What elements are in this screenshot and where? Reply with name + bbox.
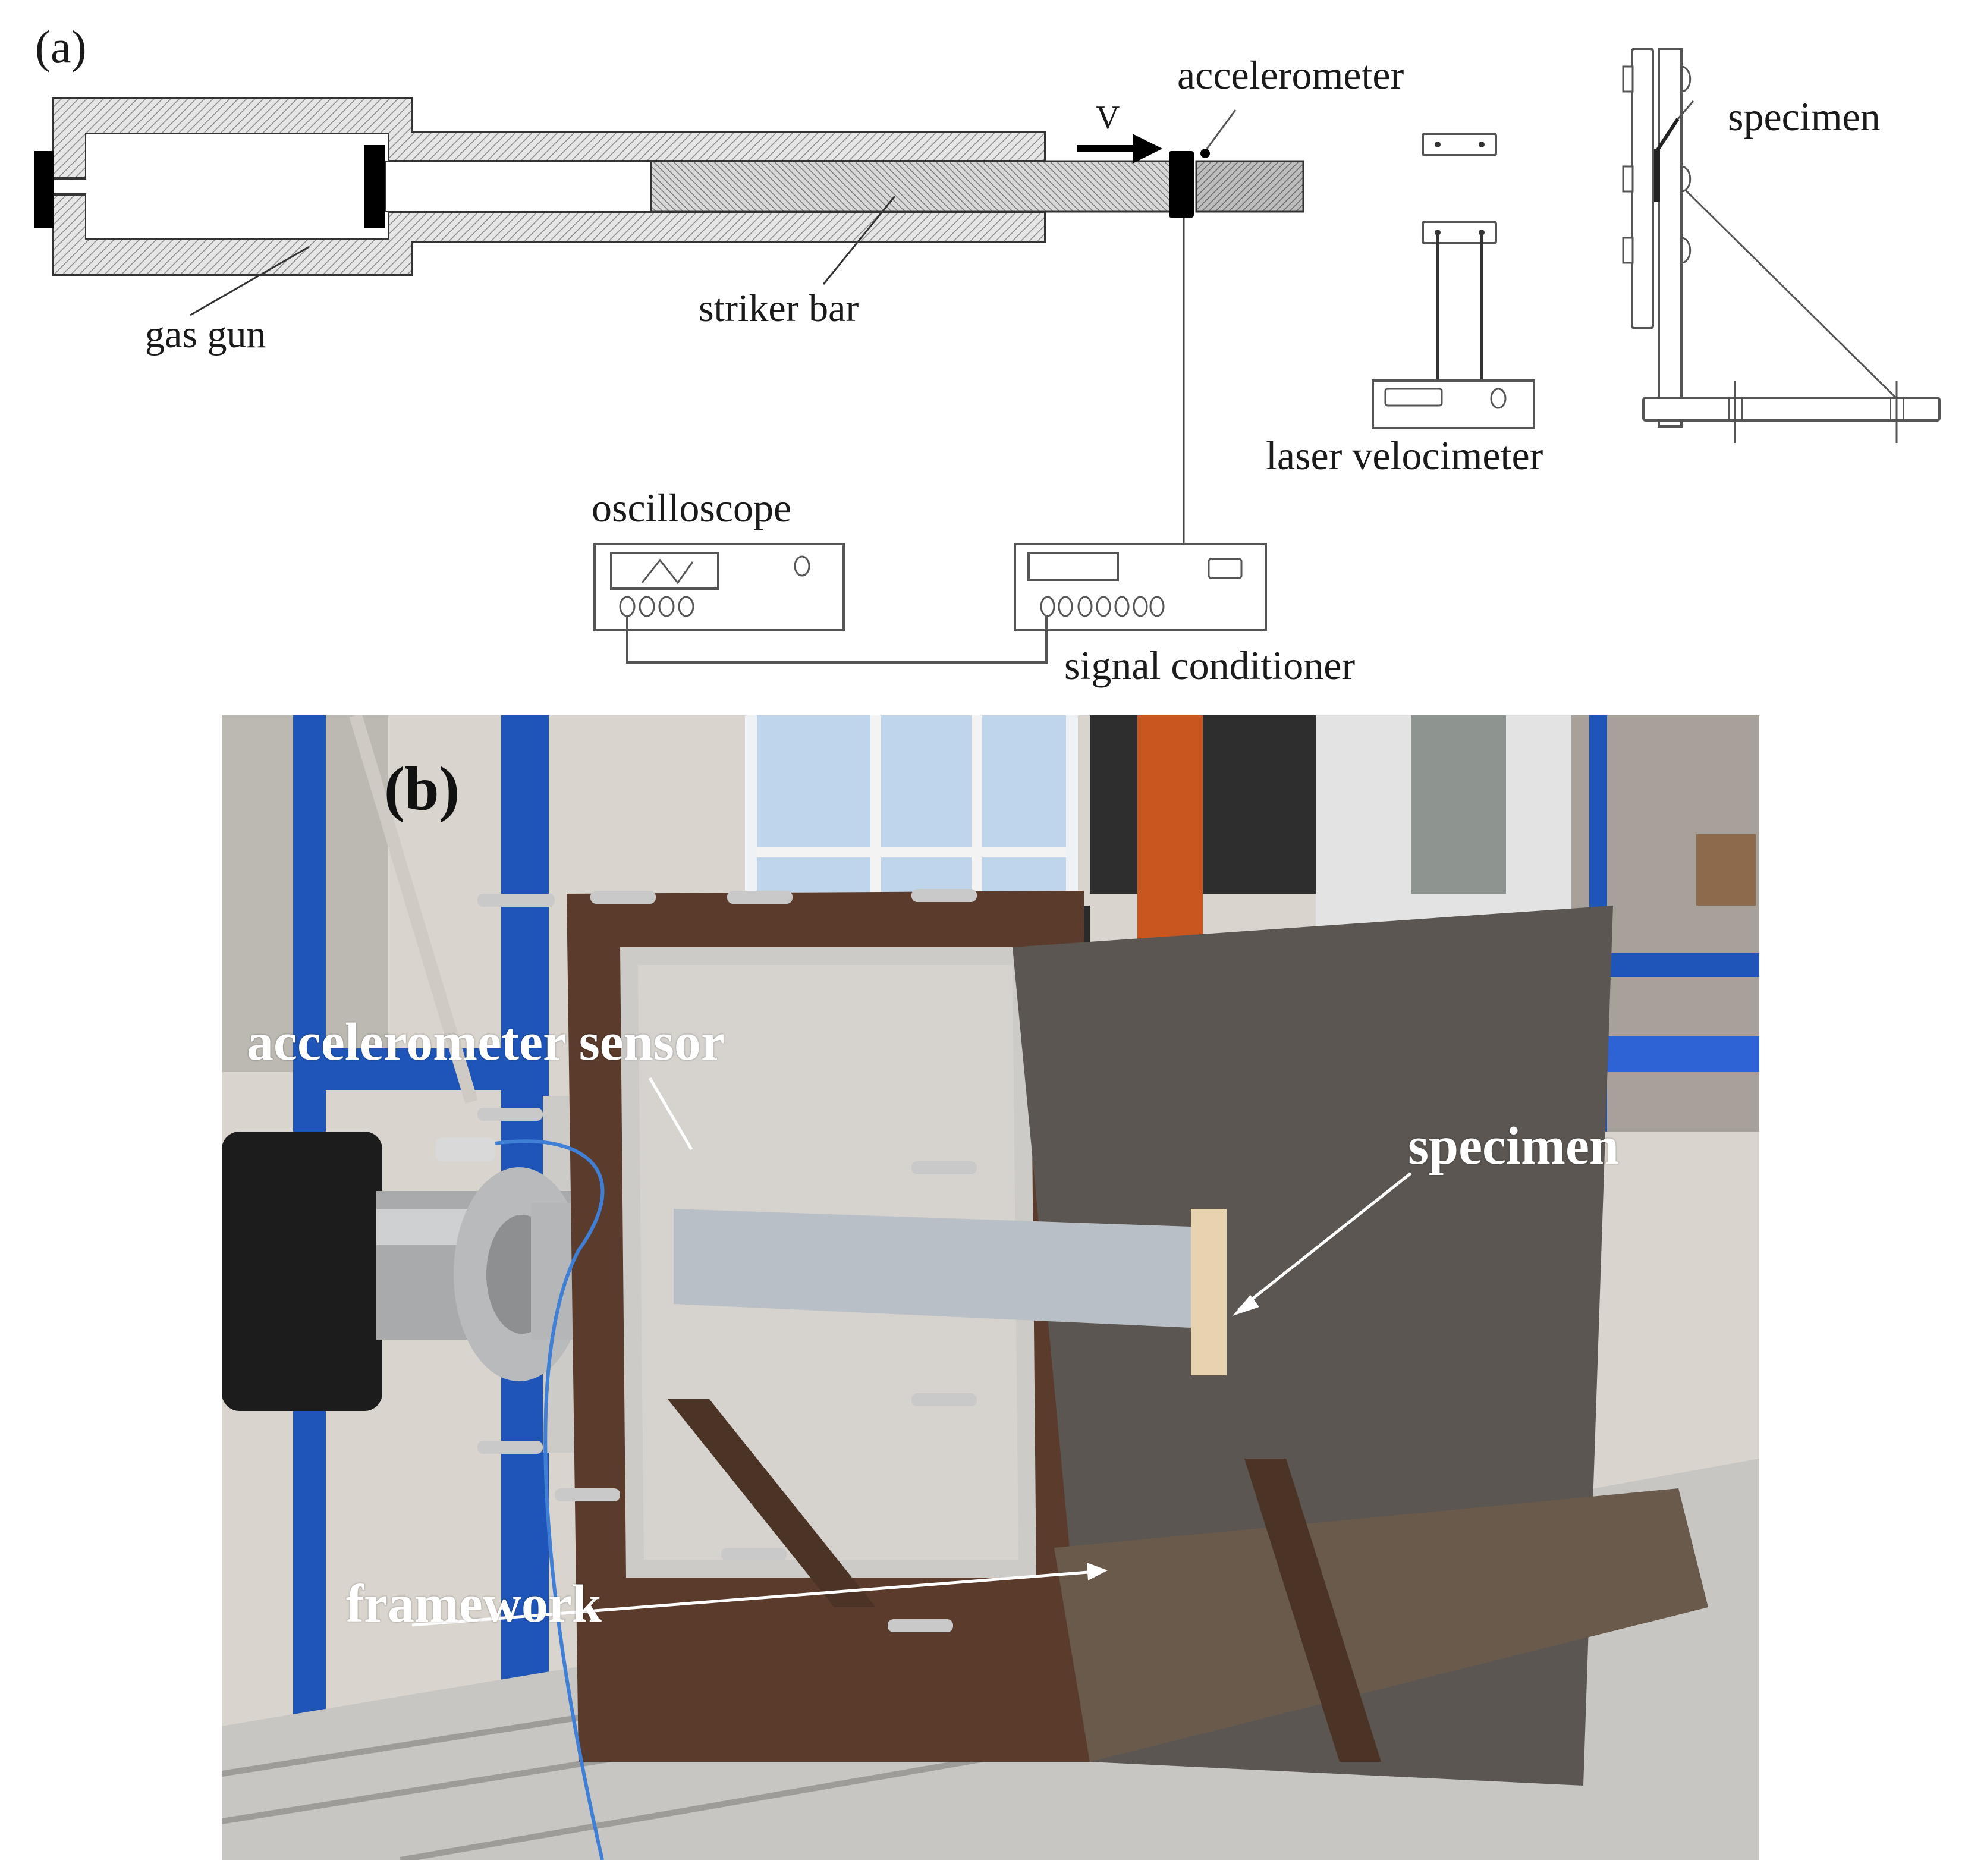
panel-b-photo: (b) accelerometer sensor specimen framew…	[222, 715, 1759, 1860]
schematic-drawing	[34, 48, 1941, 664]
accelerometer-sensor	[436, 1137, 495, 1161]
specimen-label-b: specimen	[1408, 1117, 1619, 1176]
signal-conditioner-label: signal conditioner	[1064, 643, 1356, 688]
velocity-arrow-icon	[1077, 134, 1162, 164]
gas-gun	[34, 97, 1046, 276]
specimen-label-a: specimen	[1728, 94, 1881, 139]
striker-bar	[385, 160, 1304, 213]
striker-bar-leader-line	[822, 196, 896, 285]
signal-cable	[626, 616, 1048, 664]
striker-bar-label: striker bar	[699, 287, 859, 330]
velocity-label: V	[1096, 99, 1120, 136]
framework-side-view	[1622, 48, 1941, 443]
gas-gun-leader-line	[190, 246, 310, 316]
laser-velocimeter	[1372, 133, 1535, 429]
oscilloscope-label: oscilloscope	[592, 485, 792, 530]
specimen-beam	[674, 1209, 1191, 1328]
panel-b-label: (b)	[384, 755, 460, 823]
laser-velocimeter-label: laser velocimeter	[1266, 433, 1543, 478]
lab-scene	[222, 715, 1759, 1860]
oscilloscope	[593, 543, 845, 631]
sensor-cable-photo	[495, 1139, 605, 1860]
accelerometer-sensor-label: accelerometer sensor	[247, 1013, 725, 1071]
accelerometer-label: accelerometer	[1177, 52, 1404, 98]
gas-gun-label: gas gun	[145, 313, 266, 356]
gas-gun-barrel	[222, 1132, 382, 1411]
panel-a-label: (a)	[35, 21, 87, 73]
bolts	[477, 889, 977, 1632]
signal-conditioner	[1014, 543, 1267, 631]
accelerometer-block	[1169, 109, 1237, 218]
specimen-mark	[1654, 149, 1660, 202]
waveform-icon	[641, 558, 694, 585]
framework-label: framework	[346, 1575, 602, 1633]
